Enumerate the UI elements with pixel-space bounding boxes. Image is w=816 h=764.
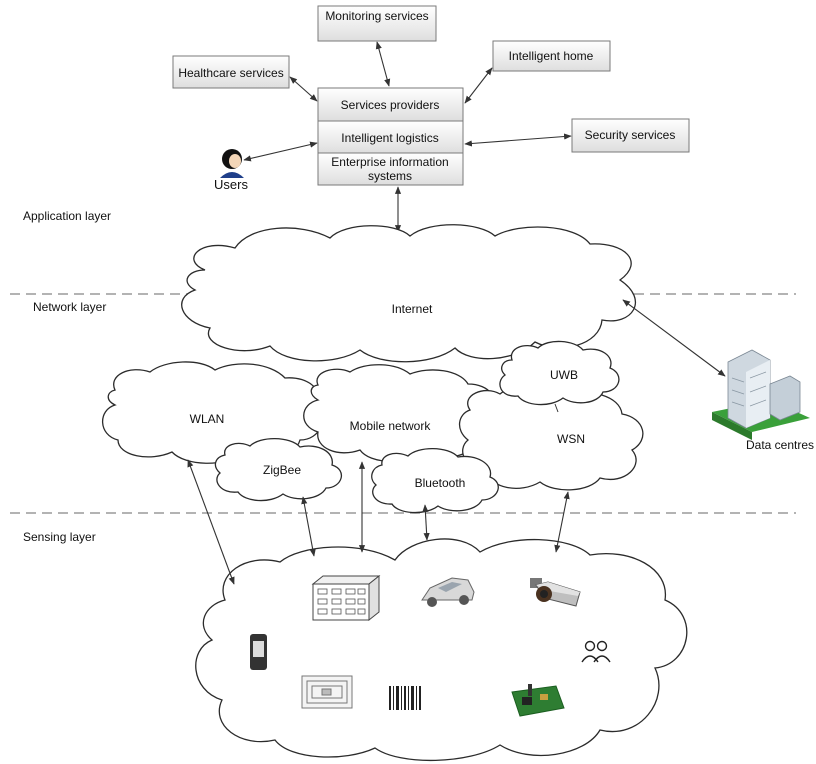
sensing-layer-label: Sensing layer [23,530,96,544]
users-label: Users [214,177,248,192]
zigbee-label: ZigBee [262,463,302,477]
wlan-cloud [101,361,323,464]
bluetooth-label: Bluetooth [414,476,466,490]
enterprise-systems-label: Enterprise information systems [331,155,449,183]
data-centres-label: Data centres [745,438,815,452]
uwb-wsn-link [554,403,559,413]
bluetooth-cloud [371,447,499,514]
monitoring-services-label: Monitoring services [325,9,429,23]
arrow-wlan-sensing [187,459,235,585]
mobile-network-label: Mobile network [349,419,431,433]
intelligent-home-box [492,40,611,72]
arrow-intelligent-home [464,67,493,104]
security-services-box [571,118,690,153]
uwb-cloud [499,340,620,406]
arrow-users [243,141,318,162]
monitoring-services-box [317,5,437,42]
intelligent-logistics-box [317,120,464,154]
arrow-security [464,133,572,147]
user-icon [220,149,244,178]
arrow-zigbee-sensing [301,496,316,557]
security-services-label: Security services [584,128,676,142]
data-centre-icon [712,349,810,440]
people-icon [581,640,611,663]
healthcare-services-box [172,55,290,89]
phone-icon [250,634,267,670]
internet-label: Internet [391,302,433,316]
rfid-tag-icon [301,675,353,709]
camera-icon [530,578,581,607]
wsn-label: WSN [557,432,585,446]
circuit-board-icon [511,684,565,717]
wlan-label: WLAN [189,412,225,426]
building-icon [311,574,381,622]
arrow-internet-datacentres [622,299,726,377]
sensing-cloud [195,538,688,762]
services-providers-label: Services providers [340,98,440,112]
intelligent-logistics-label: Intelligent logistics [341,131,439,145]
intelligent-home-label: Intelligent home [508,49,594,63]
enterprise-systems-box [317,152,464,186]
arrow-wsn-sensing [554,491,570,553]
barcode-icon [389,686,421,710]
application-layer-label: Application layer [23,209,112,223]
network-layer-label: Network layer [33,300,107,314]
arrow-monitoring [375,41,391,87]
internet-cloud [181,224,636,363]
arrow-healthcare [289,76,318,102]
healthcare-services-label: Healthcare services [178,66,284,80]
uwb-label: UWB [550,368,578,382]
car-icon [421,577,475,607]
arrow-bluetooth-sensing [422,504,430,541]
